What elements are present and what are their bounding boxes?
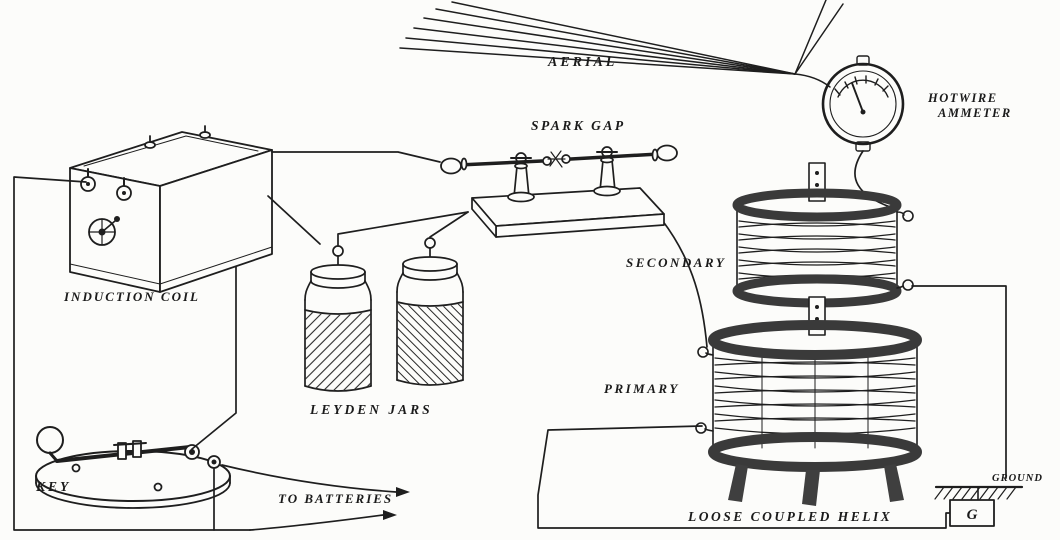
key-label: KEY <box>35 479 71 494</box>
key-knob <box>36 426 64 454</box>
loose-coupled-helix-label: LOOSE COUPLED HELIX <box>687 509 892 524</box>
primary-coil <box>695 320 922 506</box>
circuit-wires-back <box>221 150 1007 531</box>
arrow-right-icon <box>383 510 397 520</box>
jar-foil <box>397 303 463 385</box>
helix-leg <box>728 464 748 502</box>
arrow-right-icon <box>396 487 410 497</box>
leyden-jar-right <box>396 237 464 386</box>
aerial-wires <box>399 0 844 88</box>
ground-label: GROUND <box>992 473 1043 484</box>
diagram-labels: AERIAL SPARK GAP HOTWIRE AMMETER INDUCTI… <box>35 55 1043 524</box>
spark-gap-right-handle <box>656 144 678 162</box>
telegraph-key <box>35 426 231 509</box>
jar-foil <box>305 311 371 391</box>
ground-terminal-box <box>949 499 995 527</box>
helix-leg <box>884 464 904 502</box>
to-batteries-label: TO BATTERIES <box>278 491 393 506</box>
spark-gap-label: SPARK GAP <box>531 118 626 133</box>
induction-coil <box>69 125 273 293</box>
primary-tap-hook <box>695 422 707 434</box>
ground-terminal-letter: G <box>967 507 978 523</box>
secondary-coil <box>732 162 914 336</box>
leyden-jars <box>304 237 464 392</box>
induction-coil-label: INDUCTION COIL <box>63 289 200 304</box>
circuit-wires-front <box>13 151 469 531</box>
spark-icon <box>547 150 566 168</box>
leyden-jars-label: LEYDEN JARS <box>309 402 433 417</box>
hotwire-ammeter-label-line2: AMMETER <box>937 106 1012 120</box>
primary-tap-hook <box>697 346 709 358</box>
meter-needle <box>851 82 864 113</box>
helix-leg <box>802 470 820 506</box>
leyden-jar-left <box>304 245 372 392</box>
primary-label: PRIMARY <box>604 381 680 396</box>
spark-gap-left-handle <box>440 157 462 175</box>
ground-symbol <box>934 485 1024 527</box>
secondary-tap-hook <box>902 279 914 291</box>
aerial-label: AERIAL <box>547 55 617 70</box>
hotwire-ammeter-label-line1: HOTWIRE <box>927 91 998 105</box>
spark-gap <box>440 144 678 238</box>
secondary-tap-hook <box>902 210 914 222</box>
secondary-label: SECONDARY <box>626 255 726 270</box>
hotwire-ammeter <box>821 55 905 152</box>
